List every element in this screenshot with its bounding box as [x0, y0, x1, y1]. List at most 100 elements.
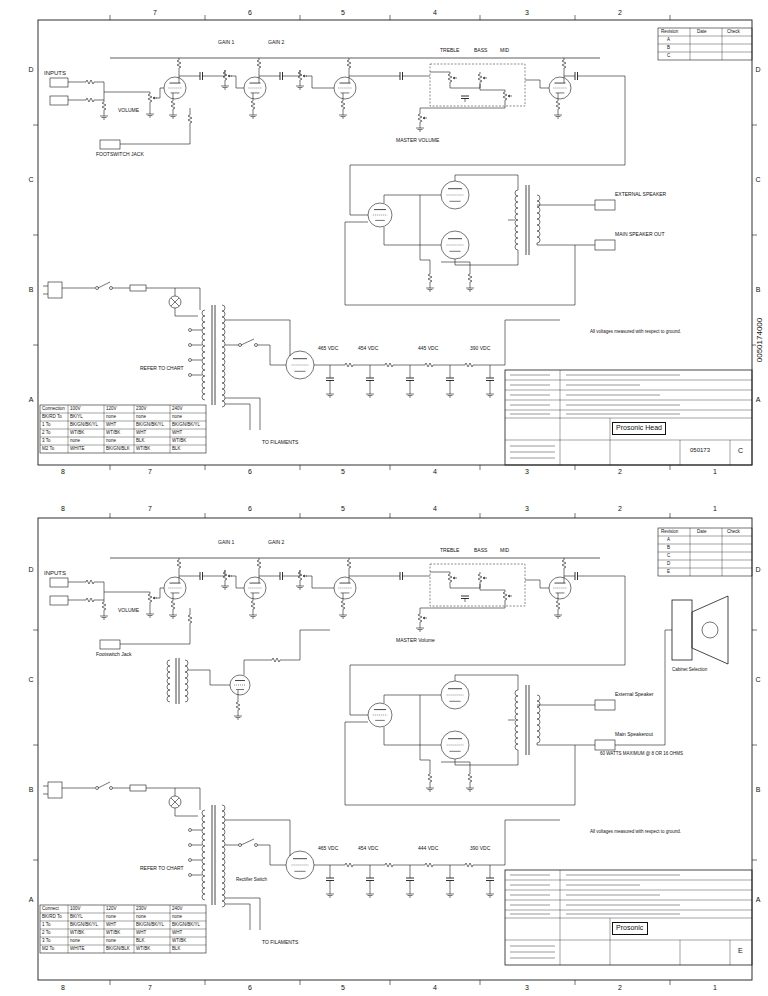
ground-symbol: [368, 395, 373, 396]
schematic-label: REFER TO CHART: [140, 866, 184, 871]
ground-symbol: [366, 394, 374, 395]
wire: [225, 845, 239, 846]
ground-symbol: [558, 611, 559, 615]
resistor-symbol: [84, 580, 96, 584]
tube-cathode: [294, 871, 305, 872]
schematic-label: TREBLE: [440, 48, 459, 53]
grid-tick: [480, 980, 481, 985]
ground-symbol: [236, 717, 241, 718]
grid-tick: [752, 630, 757, 631]
ground-symbol: [146, 614, 154, 615]
schematic-label: 6: [248, 9, 252, 16]
schematic-label: 3: [525, 984, 529, 991]
schematic-page: [33, 513, 757, 985]
ground-symbol: [410, 890, 411, 894]
ground-symbol: [489, 397, 491, 398]
wire: [615, 630, 672, 745]
schematic-label: B: [667, 46, 670, 51]
schematic-label: WHT: [136, 431, 146, 436]
wire: [455, 250, 518, 265]
schematic-label: REFER TO CHART: [140, 366, 184, 371]
wire: [192, 860, 203, 861]
tube-plate: [293, 858, 307, 859]
ground-symbol: [298, 587, 303, 588]
capacitor-symbol: [400, 572, 401, 580]
ground-symbol: [343, 111, 344, 115]
tube-cathode: [294, 371, 305, 372]
wire: [450, 865, 451, 878]
tube-cathode: [375, 720, 385, 721]
table-rule: [658, 560, 752, 561]
tube-cathode: [171, 592, 180, 593]
table-rule: [104, 405, 105, 453]
table-rule: [68, 905, 69, 953]
tube-plate: [448, 188, 462, 189]
ground-symbol: [426, 288, 434, 289]
schematic-label: 120V: [106, 407, 117, 412]
schematic-label: B: [667, 546, 670, 551]
transformer-core: [529, 185, 530, 255]
wire: [558, 93, 559, 99]
resistor-symbol: [270, 658, 282, 662]
resistor-symbol: [556, 99, 560, 111]
resistor-symbol: [478, 72, 482, 84]
ground-symbol: [449, 897, 451, 898]
resistor-symbol: [84, 598, 96, 602]
tap-terminal: [189, 344, 192, 347]
ground-symbol: [252, 618, 254, 619]
pot-wiper: [483, 78, 487, 79]
transformer-coil: [185, 660, 188, 702]
ground-symbol: [429, 791, 431, 792]
ground-symbol: [224, 89, 226, 90]
ground-symbol: [488, 395, 493, 396]
fine-print: [510, 457, 555, 458]
schematic-label: BK/RD To: [42, 415, 62, 420]
capacitor-symbol: [326, 378, 334, 379]
tube-cathode: [449, 701, 460, 702]
tube-symbol: [230, 675, 250, 695]
tube-symbol: [244, 577, 266, 599]
fine-print: [510, 894, 550, 895]
schematic-label: none: [136, 915, 146, 920]
wire: [490, 865, 491, 878]
capacitor-symbol: [446, 878, 454, 879]
transformer-coil: [537, 695, 540, 743]
wire: [330, 865, 343, 866]
ground-symbol: [486, 394, 494, 395]
table-rule: [505, 890, 752, 891]
tube-symbol: [441, 181, 469, 209]
schematic-label: All voltages measured with respect to gr…: [590, 330, 681, 335]
tube-cathode: [449, 751, 460, 752]
schematic-label: BK/GN/BK/YL: [136, 423, 164, 428]
schematic-label: VOLUME: [118, 108, 139, 113]
transformer-core: [215, 805, 216, 905]
schematic-label: MASTER VOLUME: [396, 138, 439, 143]
ground-symbol: [406, 394, 414, 395]
wire: [156, 588, 164, 598]
wire: [395, 365, 410, 366]
wire: [350, 76, 625, 215]
ground-symbol: [468, 789, 473, 790]
capacitor-symbol: [200, 572, 201, 580]
standby-switch: [241, 339, 254, 345]
power-plug: [48, 782, 62, 798]
wire: [410, 365, 423, 366]
tube-cathode: [556, 92, 565, 93]
revision-table: [658, 528, 752, 576]
tube-symbol: [441, 731, 469, 759]
table-rule: [690, 528, 691, 576]
schematic-label: GAIN 2: [268, 40, 284, 45]
fine-print: [566, 913, 680, 914]
wire: [225, 904, 250, 930]
drawing-frame: [38, 518, 752, 980]
ground-symbol: [238, 712, 239, 716]
wire: [564, 76, 575, 77]
wire: [525, 80, 549, 88]
schematic-label: WT/BK: [136, 447, 150, 452]
ground-symbol: [251, 616, 256, 617]
table-rule: [658, 544, 752, 545]
schematic-label: WT/BK: [136, 947, 150, 952]
table-rule: [505, 910, 752, 911]
schematic-label: E: [738, 947, 743, 954]
schematic-label: TREBLE: [440, 548, 459, 553]
